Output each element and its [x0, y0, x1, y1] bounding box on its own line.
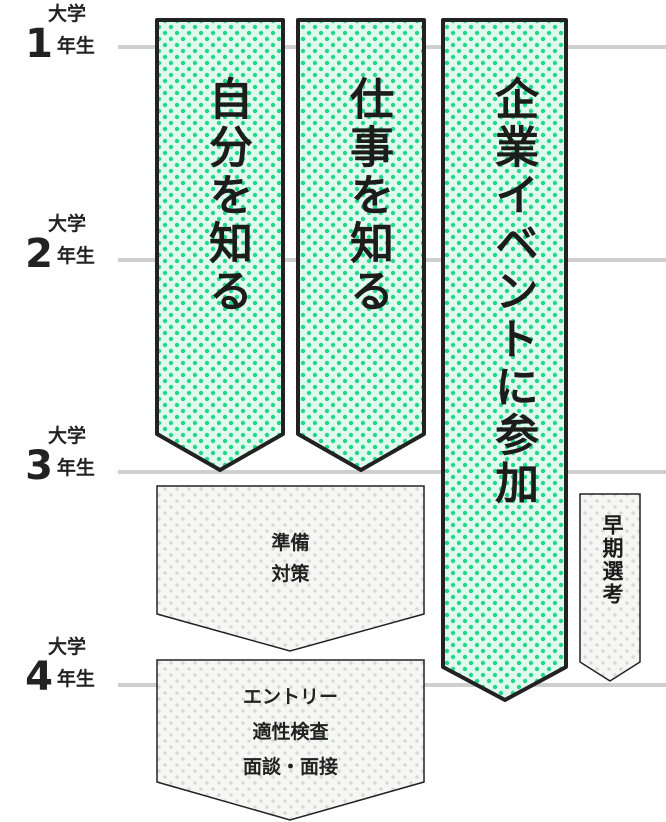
prep-line-1: 準備 — [271, 532, 310, 554]
self-banner-label: 自分を知る — [201, 76, 252, 316]
events-banner-shape — [441, 18, 568, 702]
entry-line-1: エントリー — [242, 686, 338, 708]
entry-line-2: 適性検査 — [252, 721, 329, 743]
early-selection-label: 早期選考 — [600, 514, 624, 606]
early-selection-banner-shape — [579, 493, 641, 682]
prep-line-2: 対策 — [271, 563, 310, 585]
year-university: 大学 — [47, 425, 86, 447]
year-number: 3 — [25, 443, 53, 489]
prep-block-label: 準備 対策 — [157, 528, 424, 590]
year-university: 大学 — [47, 213, 86, 235]
year-university: 大学 — [47, 3, 86, 25]
year-number: 2 — [25, 231, 53, 277]
entry-block-shape — [156, 659, 425, 821]
year-number: 4 — [25, 654, 53, 700]
year-suffix: 年生 — [56, 667, 95, 690]
year-suffix: 年生 — [56, 456, 95, 479]
entry-block-label: エントリー 適性検査 面談・面接 — [157, 680, 424, 785]
year-number: 1 — [25, 21, 53, 67]
year-suffix: 年生 — [56, 34, 95, 57]
year-suffix: 年生 — [56, 244, 95, 267]
work-banner-shape — [296, 18, 426, 472]
prep-block-shape — [156, 485, 425, 652]
year-university: 大学 — [47, 636, 86, 658]
self-banner-shape — [155, 18, 285, 472]
events-banner-label: 企業イベントに参加 — [487, 76, 538, 508]
work-banner-label: 仕事を知る — [342, 76, 393, 316]
entry-line-3: 面談・面接 — [242, 756, 338, 778]
